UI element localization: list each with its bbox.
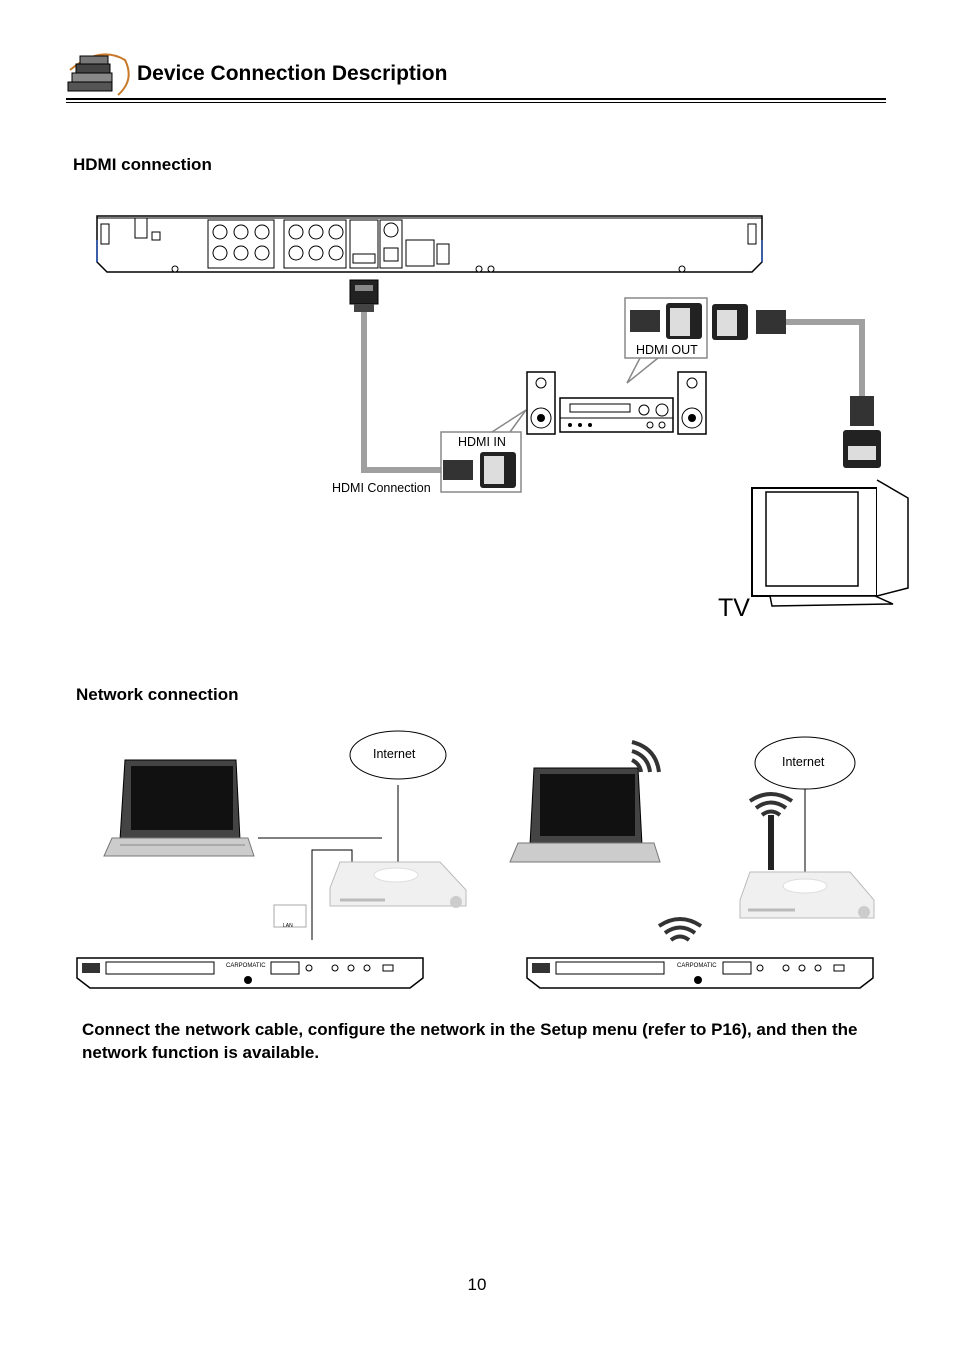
player-brand-right: CARPOMATIC	[677, 963, 717, 969]
internet-cloud-left	[349, 730, 447, 780]
speaker-right	[677, 371, 707, 435]
player-brand-left: CARPOMATIC	[226, 963, 266, 969]
hdmi-plug-tv	[843, 396, 881, 468]
hdmi-out-plug	[630, 303, 702, 339]
lan-label: LAN	[283, 923, 293, 929]
tv-icon	[751, 479, 909, 607]
internet-label-right: Internet	[782, 755, 825, 769]
network-note: Connect the network cable, configure the…	[82, 1020, 858, 1062]
internet-label-left: Internet	[373, 747, 416, 761]
header-rule	[66, 98, 886, 100]
player-back-panel	[96, 215, 763, 273]
hdmi-plug-cable-end	[712, 304, 786, 340]
page-number: 10	[467, 1275, 487, 1294]
network-section-title: Network connection	[76, 685, 239, 704]
wifi-icon-router	[748, 792, 794, 817]
player-front-left	[76, 957, 424, 989]
speaker-left	[526, 371, 556, 435]
hdmi-connection-label: HDMI Connection	[332, 481, 431, 495]
tv-label: TV	[718, 594, 750, 622]
router-left	[329, 861, 467, 908]
hdmi-in-plug	[443, 452, 516, 488]
hdmi-section-title: HDMI connection	[73, 155, 212, 174]
wifi-icon-laptop	[631, 740, 661, 773]
player-front-right	[526, 957, 874, 989]
wifi-icon-player	[657, 917, 703, 942]
router-right	[739, 815, 875, 919]
hdmi-out-label: HDMI OUT	[636, 343, 698, 357]
laptop-right	[509, 767, 661, 863]
laptop-left	[103, 759, 255, 857]
hdmi-in-label: HDMI IN	[458, 435, 506, 449]
av-receiver	[559, 397, 674, 433]
header-rule-thin	[66, 102, 886, 103]
hdmi-plug-player	[349, 279, 379, 312]
page-title: Device Connection Description	[137, 62, 448, 85]
